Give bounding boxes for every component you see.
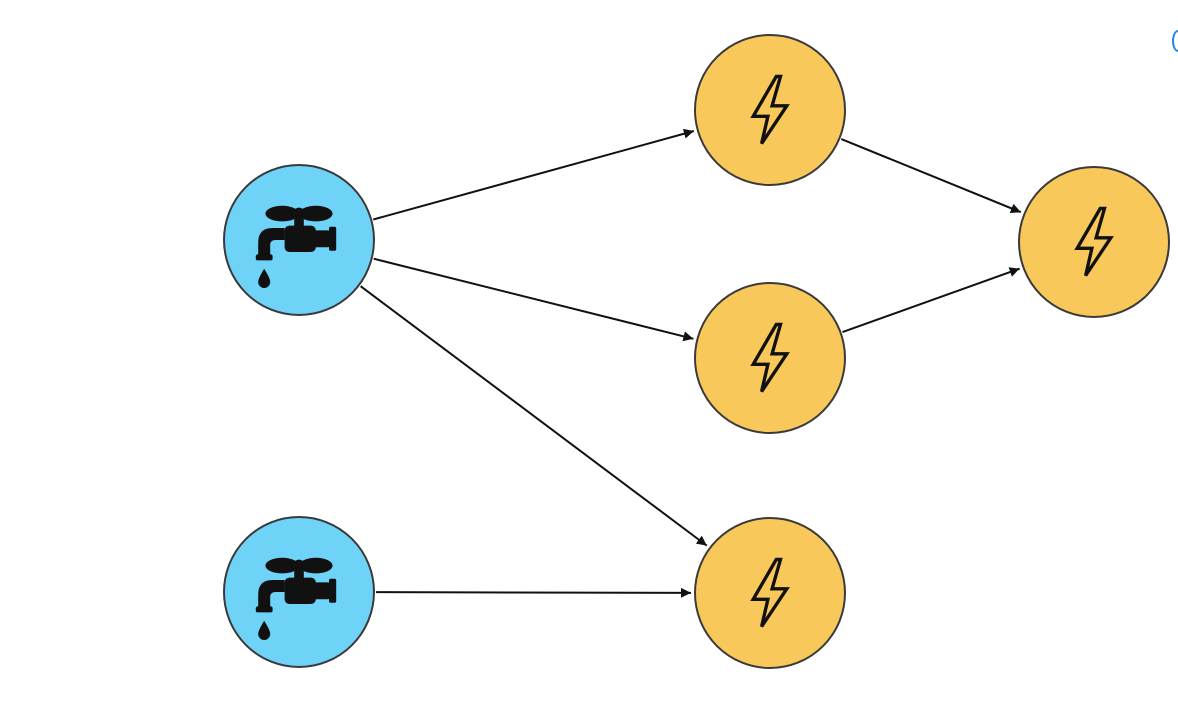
- spout-node-spout-1[interactable]: [223, 164, 375, 316]
- spout-node-spout-2[interactable]: [223, 516, 375, 668]
- edge-bolt-1-to-bolt-4: [840, 138, 1022, 214]
- bolt-circle: [694, 517, 846, 669]
- edge-spout-1-to-bolt-2: [373, 257, 694, 342]
- edge-spout-1-to-bolt-1: [372, 128, 695, 221]
- edge-bolt-2-to-bolt-4: [842, 267, 1020, 333]
- bolt-circle: [1018, 166, 1170, 318]
- bolt-node-bolt-2[interactable]: [694, 282, 846, 434]
- bolt-node-bolt-3[interactable]: [694, 517, 846, 669]
- bolt-circle: [694, 34, 846, 186]
- bolt-node-bolt-1[interactable]: [694, 34, 846, 186]
- bolt-circle: [694, 282, 846, 434]
- nodes-layer: [223, 34, 1170, 669]
- edge-spout-2-to-bolt-3: [375, 587, 692, 598]
- edges-layer: [360, 128, 1022, 598]
- bolt-node-bolt-4[interactable]: [1018, 166, 1170, 318]
- cropped-edge-mark: [1172, 30, 1178, 52]
- edge-spout-1-to-bolt-3: [360, 285, 708, 547]
